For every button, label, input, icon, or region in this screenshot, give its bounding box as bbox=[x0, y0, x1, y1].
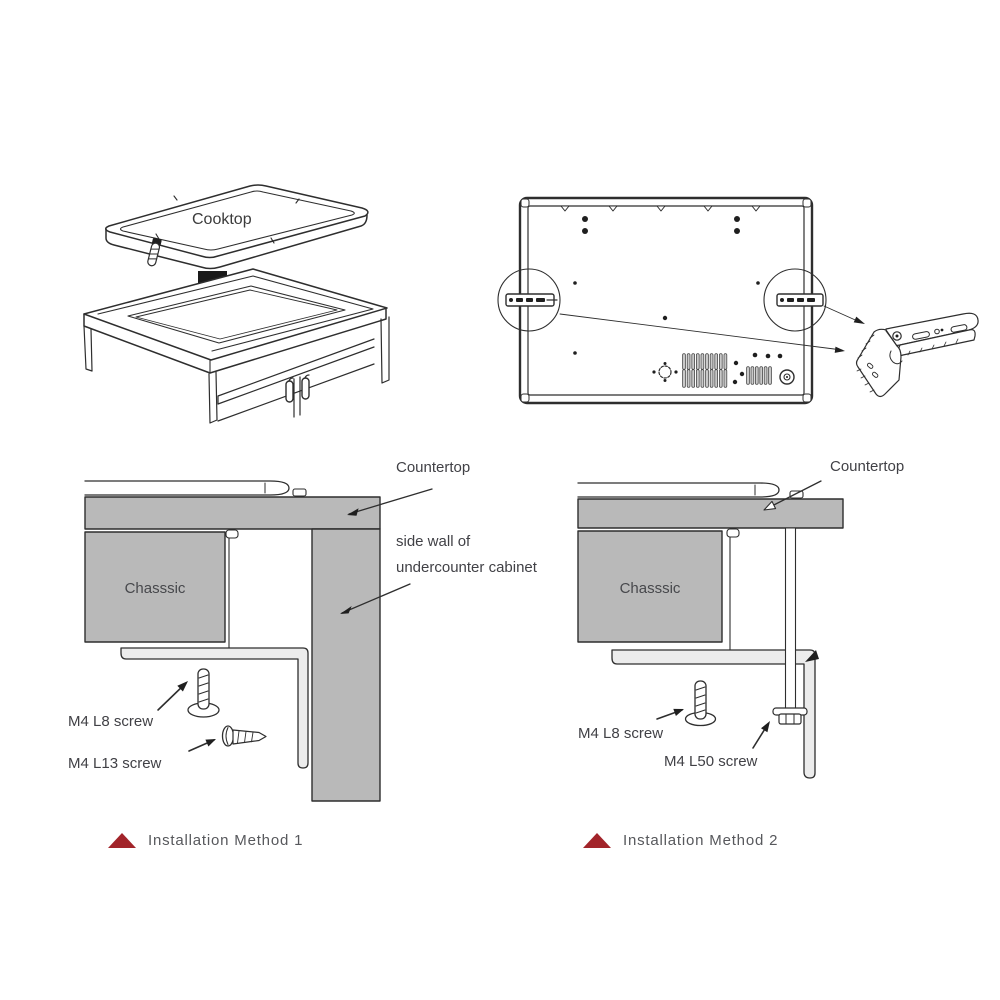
m2-countertop-label: Countertop bbox=[830, 458, 905, 475]
m2-screw-m4-l50 bbox=[772, 527, 808, 725]
mounting-bracket-left bbox=[497, 268, 561, 332]
m1-mounting-bracket bbox=[120, 647, 309, 769]
cooktop-panel bbox=[105, 184, 369, 270]
m1-cooktop-edge bbox=[84, 480, 307, 497]
vent-grille-small bbox=[746, 366, 772, 385]
m1-screw-a-leader-arrow bbox=[157, 681, 188, 711]
cooktop-drop-diagram bbox=[83, 184, 390, 424]
m2-cooktop-edge bbox=[577, 482, 804, 499]
m2-chassis-tab bbox=[726, 528, 740, 538]
m2-screw-a-label: M4 L8 screw bbox=[578, 725, 664, 742]
m2-screw-b-label: M4 L50 screw bbox=[664, 753, 758, 770]
vent-grille-large bbox=[682, 353, 728, 388]
red-triangle-bullet-1 bbox=[108, 833, 136, 848]
bracket-leader-arrows bbox=[559, 305, 865, 353]
cooktop-label: Cooktop bbox=[192, 211, 252, 228]
cabinet-door-handles bbox=[285, 374, 310, 403]
edge-clip-notches bbox=[560, 205, 761, 212]
m2-screw-m4-l8 bbox=[684, 680, 717, 727]
m1-countertop-label: Countertop bbox=[396, 459, 471, 476]
m1-chassis-box bbox=[84, 531, 226, 643]
mounting-bracket-detail bbox=[855, 312, 979, 398]
m2-screw-b-leader-arrow bbox=[752, 721, 770, 749]
cooktop-bottom-view-diagram bbox=[497, 196, 979, 405]
power-inlet-icon bbox=[779, 369, 795, 385]
m1-side-wall-label: side wall of undercounter cabinet bbox=[396, 533, 537, 576]
m1-chassis-tab bbox=[225, 529, 239, 539]
m1-screw-m4-l13 bbox=[221, 725, 267, 747]
method2-diagram bbox=[577, 480, 844, 848]
m1-countertop-leader-arrow bbox=[347, 488, 433, 516]
m2-countertop-leader-arrow bbox=[763, 480, 822, 511]
cooktop-screw-icon bbox=[147, 237, 162, 267]
red-triangle-bullet-2 bbox=[583, 833, 611, 848]
panel-corner-caps bbox=[520, 198, 812, 403]
screw-bosses bbox=[573, 216, 783, 385]
m1-chassis-label: Chasssic bbox=[124, 580, 186, 597]
m1-caption: Installation Method 1 bbox=[148, 832, 304, 849]
mounting-bracket-right bbox=[763, 268, 827, 332]
m2-countertop bbox=[577, 498, 844, 529]
m1-screw-a-label: M4 L8 screw bbox=[68, 713, 154, 730]
base-cabinet bbox=[83, 268, 390, 424]
m1-countertop bbox=[84, 496, 381, 530]
m1-screw-b-label: M4 L13 screw bbox=[68, 755, 162, 772]
m1-screw-m4-l8 bbox=[187, 668, 220, 718]
m1-screw-b-leader-arrow bbox=[188, 739, 216, 752]
m2-chassis-box bbox=[577, 530, 723, 643]
m1-side-wall bbox=[311, 528, 381, 802]
fan-icon bbox=[658, 362, 672, 382]
m2-bracket-corner-arrowhead bbox=[805, 650, 819, 662]
method1-diagram bbox=[84, 480, 433, 848]
m2-chassis-label: Chasssic bbox=[619, 580, 681, 597]
m1-side-wall-leader-arrow bbox=[340, 583, 411, 614]
m2-caption: Installation Method 2 bbox=[623, 832, 779, 849]
m2-screw-a-leader-arrow bbox=[656, 708, 684, 720]
